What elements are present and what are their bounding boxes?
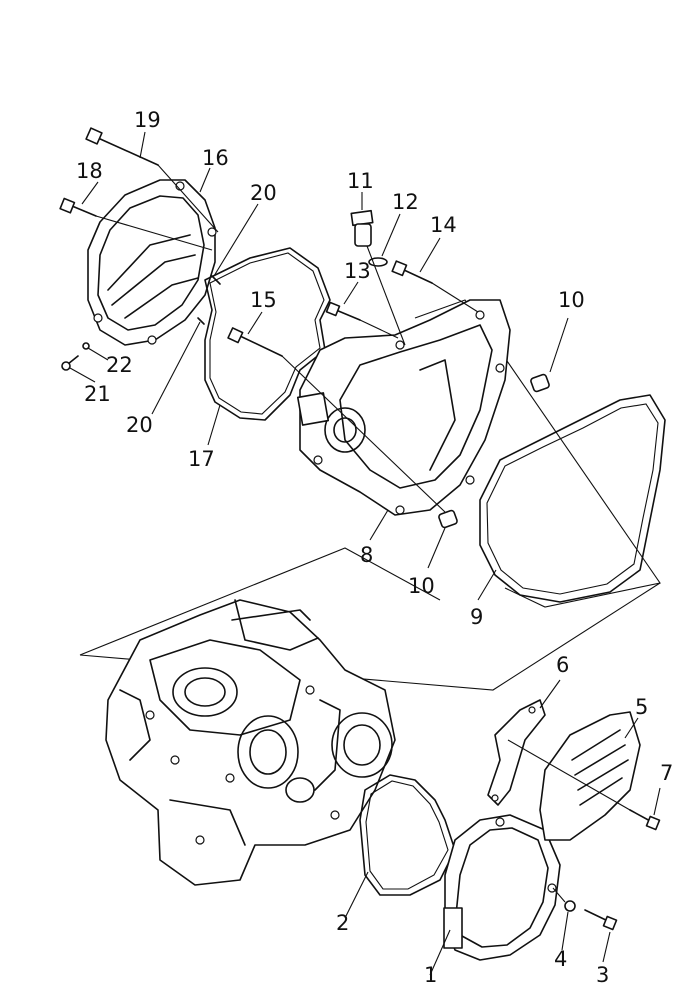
guard-5 — [507, 711, 641, 841]
callout-19: 19 — [134, 108, 161, 132]
callout-9: 9 — [470, 605, 483, 629]
callout-1: 1 — [424, 963, 437, 987]
callout-22: 22 — [106, 353, 133, 377]
callout-labels: 1 2 3 4 5 6 7 8 9 10 10 11 12 13 14 15 1… — [76, 108, 673, 987]
washer-4 — [552, 887, 576, 912]
callout-21: 21 — [84, 382, 111, 406]
callout-14: 14 — [430, 213, 457, 237]
screw-21 — [61, 355, 79, 371]
oil-filler-cap-11 — [350, 209, 406, 346]
clutch-cover-16 — [87, 179, 217, 346]
bolt-19 — [85, 127, 219, 233]
callout-3: 3 — [596, 963, 609, 987]
bolt-15 — [227, 327, 446, 513]
callout-5: 5 — [635, 695, 648, 719]
callout-6: 6 — [556, 653, 569, 677]
gasket-2 — [359, 774, 456, 896]
bolt-18 — [59, 197, 213, 251]
dowel-10-upper — [530, 373, 550, 393]
bolt-3 — [584, 909, 618, 931]
gasket-17 — [204, 247, 331, 421]
callout-4: 4 — [554, 947, 567, 971]
leader-lines — [69, 131, 661, 976]
crankcase — [105, 599, 396, 886]
bolt-13 — [325, 301, 399, 339]
callout-17: 17 — [188, 447, 215, 471]
callout-7: 7 — [660, 761, 673, 785]
callout-13: 13 — [344, 259, 371, 283]
callout-2: 2 — [336, 911, 349, 935]
bolt-14 — [391, 260, 479, 313]
callout-20-upper: 20 — [250, 181, 277, 205]
callout-11: 11 — [347, 169, 374, 193]
callout-10-lower: 10 — [408, 574, 435, 598]
callout-8: 8 — [360, 543, 373, 567]
dowel-10-lower — [438, 509, 458, 529]
callout-20-lower: 20 — [126, 413, 153, 437]
crankcase-cover-8 — [296, 299, 511, 516]
callout-18: 18 — [76, 159, 103, 183]
washer-22 — [82, 342, 90, 350]
callout-10-upper: 10 — [558, 288, 585, 312]
callout-16: 16 — [202, 146, 229, 170]
callout-15: 15 — [250, 288, 277, 312]
magneto-cover-1 — [443, 814, 561, 961]
gasket-9 — [479, 394, 666, 603]
bolt-7 — [629, 809, 661, 831]
o-ring-12 — [368, 257, 388, 267]
callout-12: 12 — [392, 190, 419, 214]
bracket-6 — [487, 699, 546, 806]
